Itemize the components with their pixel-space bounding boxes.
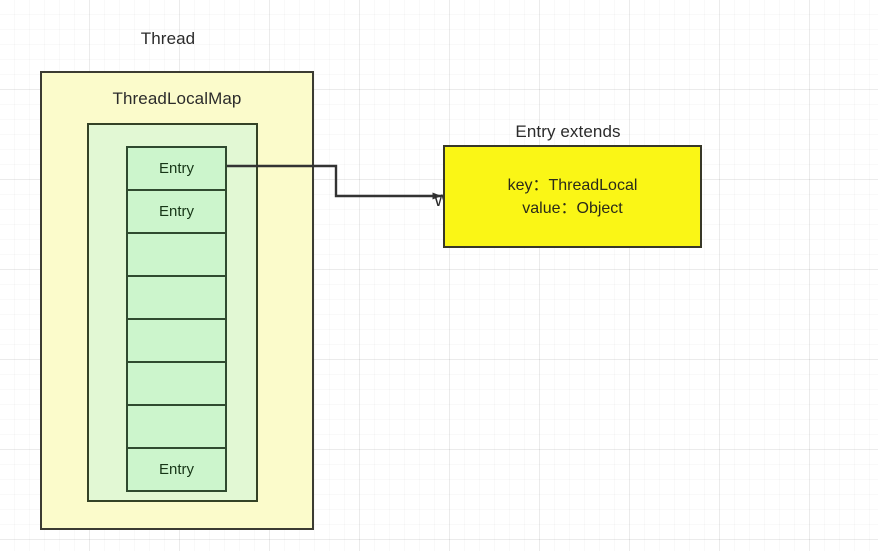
thread-local-map-title: ThreadLocalMap xyxy=(112,89,242,108)
entry-cell[interactable] xyxy=(126,404,227,449)
entry-cell[interactable]: Entry xyxy=(126,146,227,191)
entry-cell[interactable]: Entry xyxy=(126,447,227,492)
entry-cell[interactable] xyxy=(126,361,227,406)
entry-table: Entry Entry Entry xyxy=(126,146,227,492)
entry-cell[interactable] xyxy=(126,232,227,277)
thread-title: Thread xyxy=(140,29,196,48)
entry-caption-line-1: Entry extends xyxy=(515,122,621,141)
entry-key-line: key：ThreadLocal xyxy=(507,176,638,194)
entry-value-line: value：Object xyxy=(522,199,623,217)
entry-cell[interactable]: Entry xyxy=(126,189,227,234)
entry-cell[interactable] xyxy=(126,275,227,320)
entry-detail-box[interactable]: key：ThreadLocal value：Object xyxy=(443,145,702,248)
entry-cell[interactable] xyxy=(126,318,227,363)
